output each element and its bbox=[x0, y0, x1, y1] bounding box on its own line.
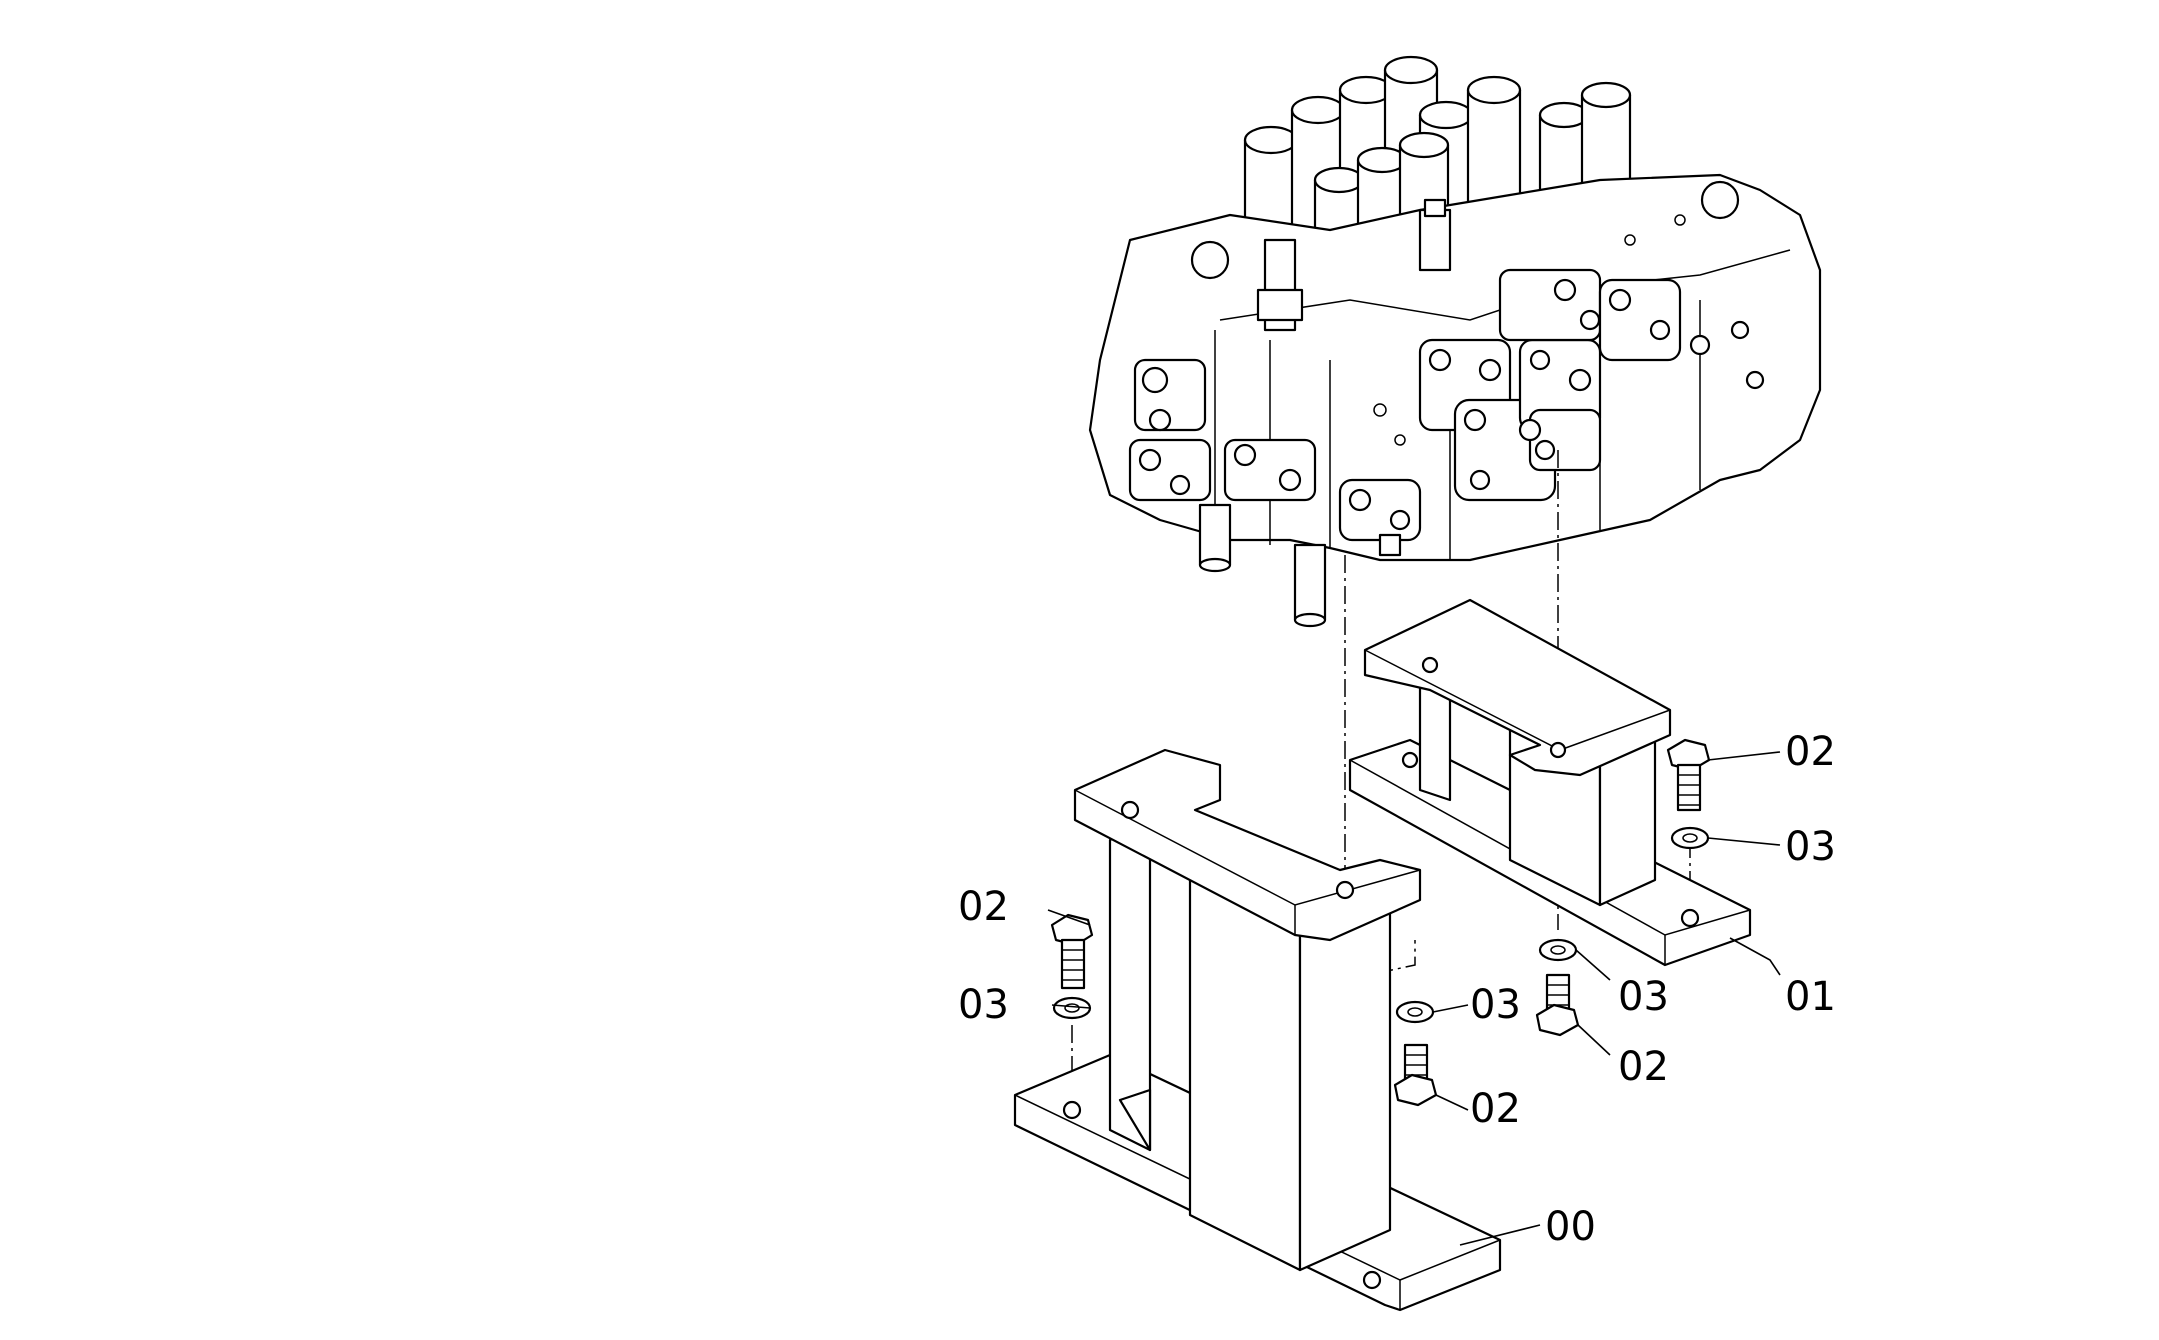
bolt-mid bbox=[1393, 1043, 1438, 1107]
control-valve-assembly bbox=[1088, 55, 1822, 628]
washer-right-low bbox=[1538, 938, 1578, 962]
washer-right-top bbox=[1670, 826, 1710, 850]
rear-bracket bbox=[1348, 598, 1752, 967]
rear-bracket-top bbox=[1363, 598, 1672, 777]
bolt-left bbox=[1050, 913, 1094, 990]
relief-fittings bbox=[1256, 198, 1452, 332]
callout-03-left: 03 bbox=[958, 982, 1009, 1028]
callout-02-right-low: 02 bbox=[1618, 1044, 1669, 1090]
callout-03-right-top: 03 bbox=[1785, 824, 1836, 870]
bolt-right-low bbox=[1535, 973, 1580, 1037]
port-stubs bbox=[1198, 503, 1402, 628]
callout-00: 00 bbox=[1545, 1204, 1596, 1250]
front-bracket bbox=[1013, 748, 1502, 1312]
washer-mid bbox=[1395, 1000, 1435, 1024]
bolt-right-top bbox=[1666, 738, 1711, 812]
callout-03-right-low: 03 bbox=[1618, 974, 1669, 1020]
leader-lines bbox=[1047, 751, 1781, 1246]
callout-01: 01 bbox=[1785, 974, 1836, 1020]
callout-02-mid: 02 bbox=[1470, 1086, 1521, 1132]
callout-03-mid: 03 bbox=[1470, 982, 1521, 1028]
callout-02-right-top: 02 bbox=[1785, 729, 1836, 775]
callout-02-left: 02 bbox=[958, 884, 1009, 930]
callout-labels: 02 03 03 02 03 02 02 03 01 00 bbox=[958, 729, 1836, 1250]
valve-face-details bbox=[1128, 180, 1765, 542]
